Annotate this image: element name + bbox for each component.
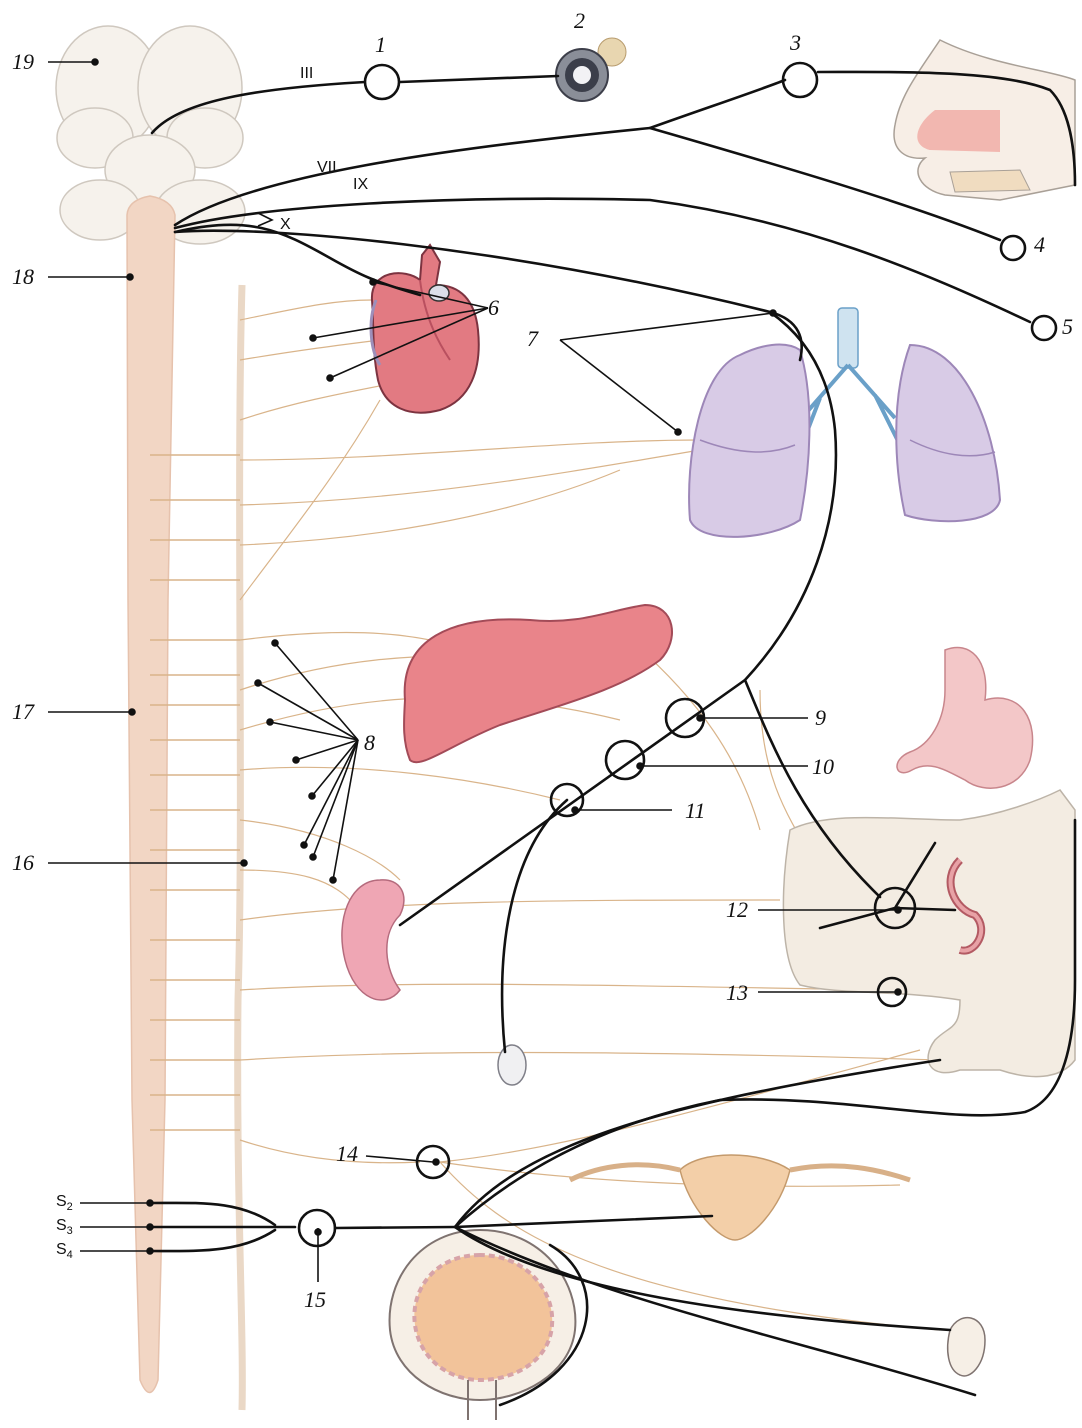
sacral-s4-number: 4 [67,1249,73,1261]
label-5: 5 [1062,316,1073,338]
label-3: 3 [790,32,801,54]
sympathetic-fiber [240,767,560,800]
sacral-s2-letter: S [56,1193,67,1210]
label-13: 13 [726,982,748,1004]
sympathetic-fiber [240,984,880,990]
sacral-s4-letter: S [56,1241,67,1258]
nerve-label-VII: VII [317,160,337,176]
label-15: 15 [304,1289,326,1311]
ganglion-10 [606,741,644,779]
lungs [689,308,1000,537]
sympathetic-fiber [240,633,430,641]
sympathetic-fiber [240,1053,940,1061]
label-19: 19 [12,51,34,73]
sympathetic-trunk [238,285,243,1410]
sympathetic-fiber [240,1140,420,1163]
otic-ganglion [1032,316,1056,340]
label-10: 10 [812,756,834,778]
urinary-bladder [390,1230,576,1420]
nerve-label-X: X [280,217,291,233]
label-16: 16 [12,852,34,874]
label-9: 9 [815,707,826,729]
nose-mouth [894,40,1075,200]
sacral-label-s4: S4 [56,1242,73,1261]
ciliary-ganglion [365,65,399,99]
label-17: 17 [12,701,34,723]
label-2: 2 [574,10,585,32]
label-12: 12 [726,899,748,921]
label-14: 14 [336,1143,358,1165]
heart [371,245,479,413]
nerve-label-IX: IX [353,177,368,193]
label-6: 6 [488,297,499,319]
kidney [342,880,404,1000]
label-7: 7 [527,328,538,350]
uterus [570,1155,910,1240]
pelvic-ganglion-15 [299,1210,335,1246]
sacral-s2-number: 2 [67,1201,73,1213]
label-4: 4 [1034,234,1045,256]
label-18: 18 [12,266,34,288]
intestines [783,790,1075,1077]
genitalia [948,1318,985,1376]
sacral-s3-number: 3 [67,1225,73,1237]
sympathetic-fiber [240,470,620,545]
stomach [897,647,1033,788]
spinal-cord [127,196,175,1393]
gonad [498,1045,526,1085]
submandibular-ganglion [1001,236,1025,260]
sympathetic-fiber [240,400,380,600]
label-8: 8 [364,732,375,754]
sympathetic-fiber [240,300,372,320]
pterygopalatine-ganglion [783,63,817,97]
sacral-label-s3: S3 [56,1218,73,1237]
sacral-label-s2: S2 [56,1194,73,1213]
label-1: 1 [375,34,386,56]
nerve-label-III: III [300,66,313,82]
sympathetic-fiber [240,440,700,460]
liver [404,605,672,762]
sympathetic-fiber [240,340,380,360]
sacral-s3-letter: S [56,1217,67,1234]
sympathetic-fiber [240,450,700,505]
eye [556,38,626,101]
label-11: 11 [685,800,705,822]
